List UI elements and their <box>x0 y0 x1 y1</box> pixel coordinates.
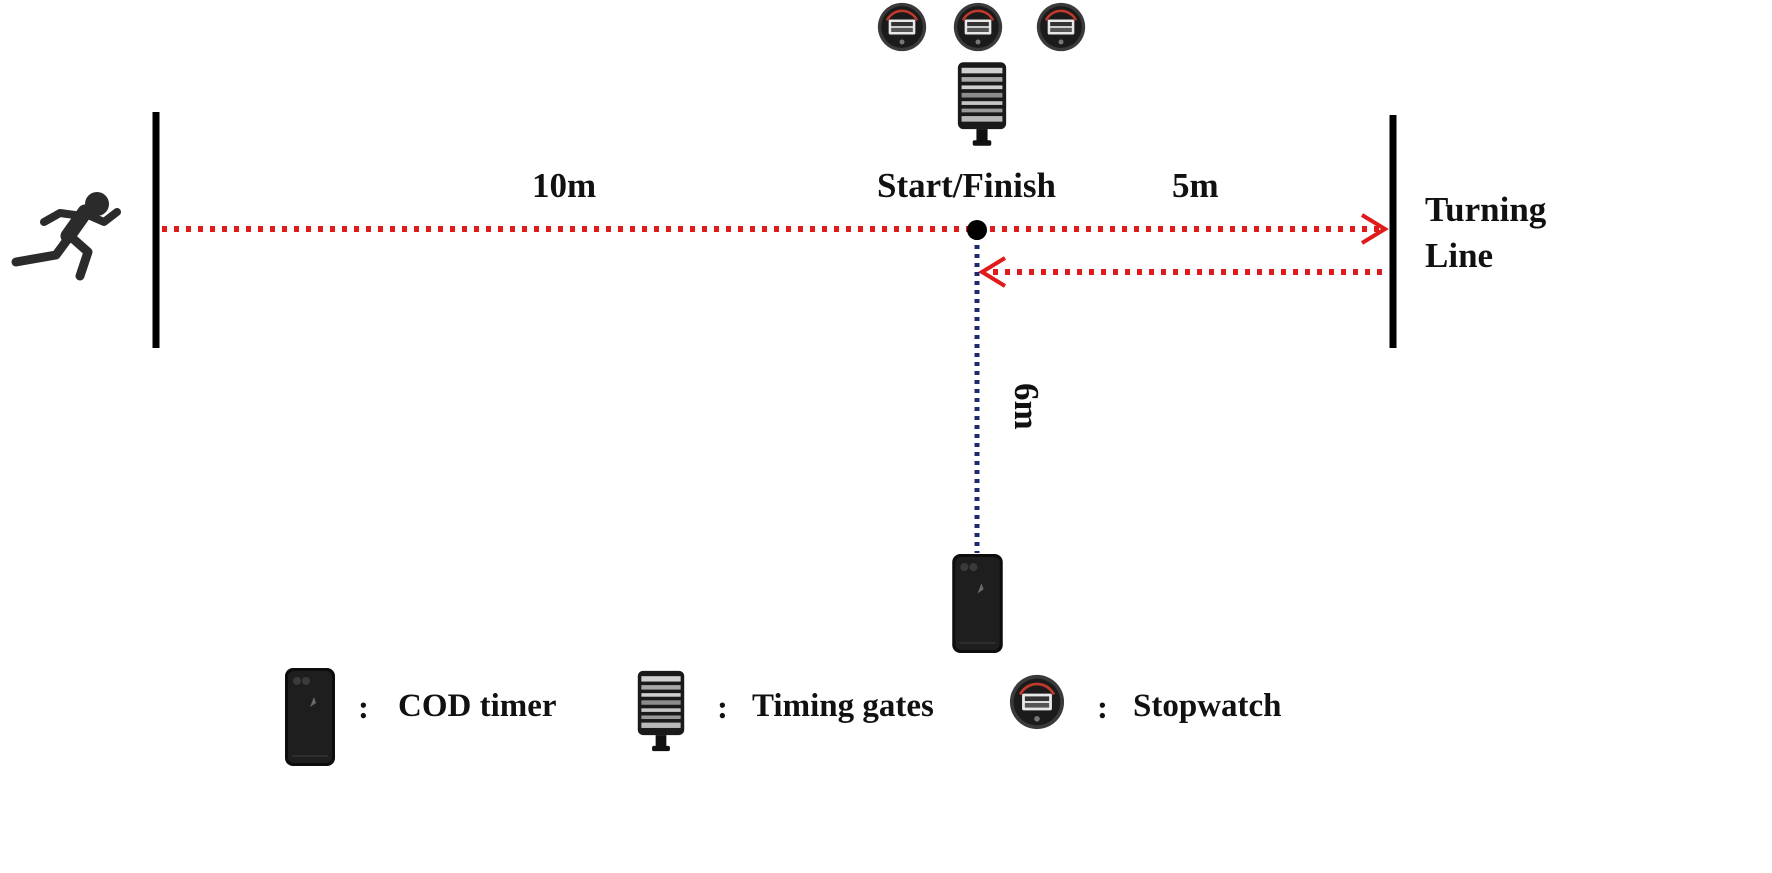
distance-label-6m: 6m <box>1007 383 1046 430</box>
legend-timing-gate-icon <box>637 670 685 752</box>
legend-separator: : <box>1097 690 1108 726</box>
legend-label-timing-gates: Timing gates <box>752 688 934 724</box>
start-finish-point <box>967 220 987 240</box>
legend-phone-icon <box>285 668 335 766</box>
start-finish-label: Start/Finish <box>877 166 1056 205</box>
distance-label-10m: 10m <box>532 166 597 205</box>
stopwatch-icon <box>953 2 1003 52</box>
legend-label-stopwatch: Stopwatch <box>1133 688 1282 724</box>
timing-gate-icon <box>957 62 1007 146</box>
runner-icon <box>11 192 121 281</box>
legend-separator: : <box>358 690 369 726</box>
turning-line-label-line2: Line <box>1425 236 1494 275</box>
legend-separator: : <box>717 690 728 726</box>
legend-stopwatch-icon <box>1009 674 1065 730</box>
stopwatch-icon <box>1036 2 1086 52</box>
distance-label-5m: 5m <box>1172 166 1219 205</box>
phone-icon <box>952 554 1003 653</box>
stopwatch-icon <box>877 2 927 52</box>
run-path-return-arrowhead <box>978 256 1007 288</box>
run-path-outbound-arrowhead <box>1360 213 1389 245</box>
turning-line-label-line1: Turning <box>1425 190 1547 229</box>
legend-label-cod-timer: COD timer <box>398 688 557 724</box>
